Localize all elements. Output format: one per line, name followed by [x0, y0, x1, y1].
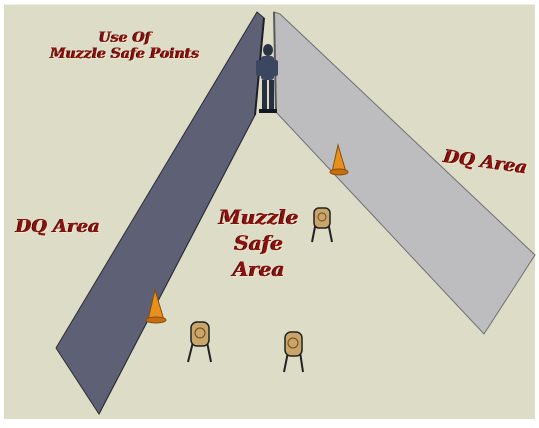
muzzle-label-line-1: Muzzle: [218, 204, 300, 230]
title-line-2: Muzzle Safe Points: [30, 46, 220, 62]
title-line-1: Use Of: [30, 30, 220, 46]
muzzle-label-line-2: Safe: [218, 230, 300, 256]
dq-area-left-label: DQ Area: [16, 216, 100, 237]
diagram-title: Use Of Muzzle Safe Points: [30, 30, 220, 62]
muzzle-safe-area-label: Muzzle Safe Area: [218, 204, 300, 282]
muzzle-label-line-3: Area: [218, 256, 300, 282]
